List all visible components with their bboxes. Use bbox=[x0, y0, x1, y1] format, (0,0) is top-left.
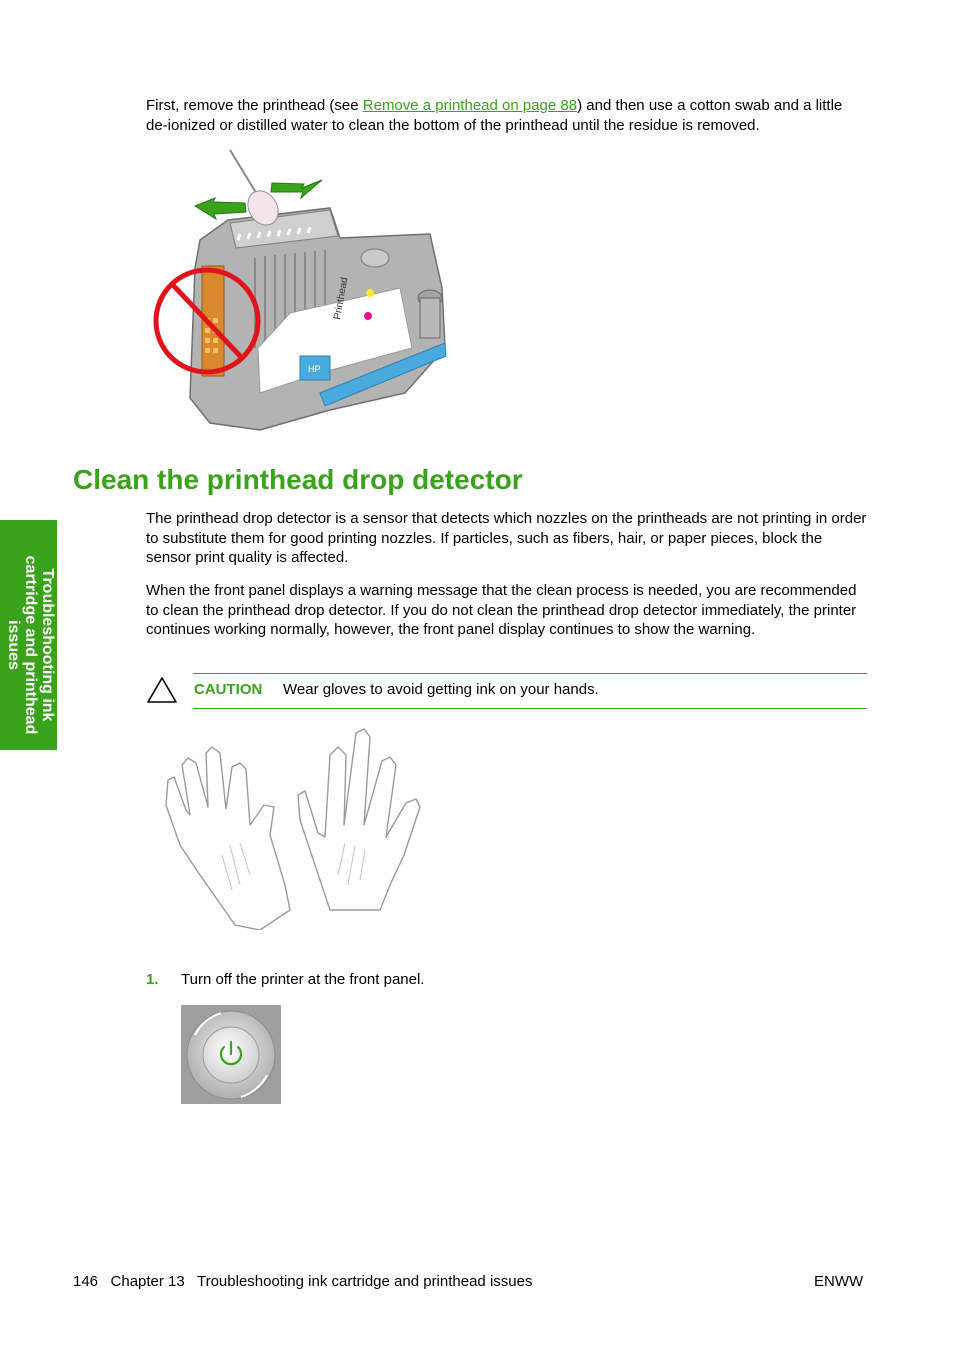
drop-detector-warning-paragraph: When the front panel displays a warning … bbox=[146, 582, 857, 638]
left-arrow-icon bbox=[193, 197, 247, 221]
printhead-cleaning-illustration: Printhead HP bbox=[153, 149, 447, 431]
intro-paragraph: First, remove the printhead (see Remove … bbox=[146, 96, 868, 135]
caution-text: Wear gloves to avoid getting ink on your… bbox=[283, 681, 599, 698]
step-1-number: 1. bbox=[146, 971, 159, 988]
power-button-illustration bbox=[181, 1005, 281, 1104]
power-icon bbox=[219, 1040, 243, 1066]
prohibited-icon bbox=[153, 267, 261, 375]
caution-triangle-icon bbox=[147, 677, 177, 703]
step-1-text: Turn off the printer at the front panel. bbox=[181, 971, 425, 988]
chapter-side-tab[interactable]: Troubleshooting ink cartridge and printh… bbox=[0, 520, 57, 750]
chapter-side-tab-label: Troubleshooting ink cartridge and printh… bbox=[5, 555, 56, 735]
section-heading: Clean the printhead drop detector bbox=[73, 464, 523, 495]
left-glove-icon bbox=[165, 746, 291, 930]
intro-text-before: First, remove the printhead (see bbox=[146, 97, 363, 114]
intro-text-after: ) and then use a cotton swab and a littl… bbox=[146, 97, 843, 134]
caution-note: CAUTION Wear gloves to avoid getting ink… bbox=[193, 673, 867, 709]
caution-label: CAUTION bbox=[194, 681, 263, 698]
remove-printhead-link[interactable]: Remove a printhead on page 88 bbox=[362, 97, 578, 114]
drop-detector-description: The printhead drop detector is a sensor … bbox=[146, 510, 867, 566]
gloves-illustration bbox=[165, 728, 421, 930]
right-arrow-icon bbox=[270, 179, 323, 200]
hp-logo-icon: HP bbox=[308, 364, 321, 374]
footer-locale: ENWW bbox=[814, 1273, 864, 1290]
right-glove-icon bbox=[297, 728, 421, 911]
footer-page-info: 146 Chapter 13 Troubleshooting ink cartr… bbox=[73, 1273, 533, 1290]
